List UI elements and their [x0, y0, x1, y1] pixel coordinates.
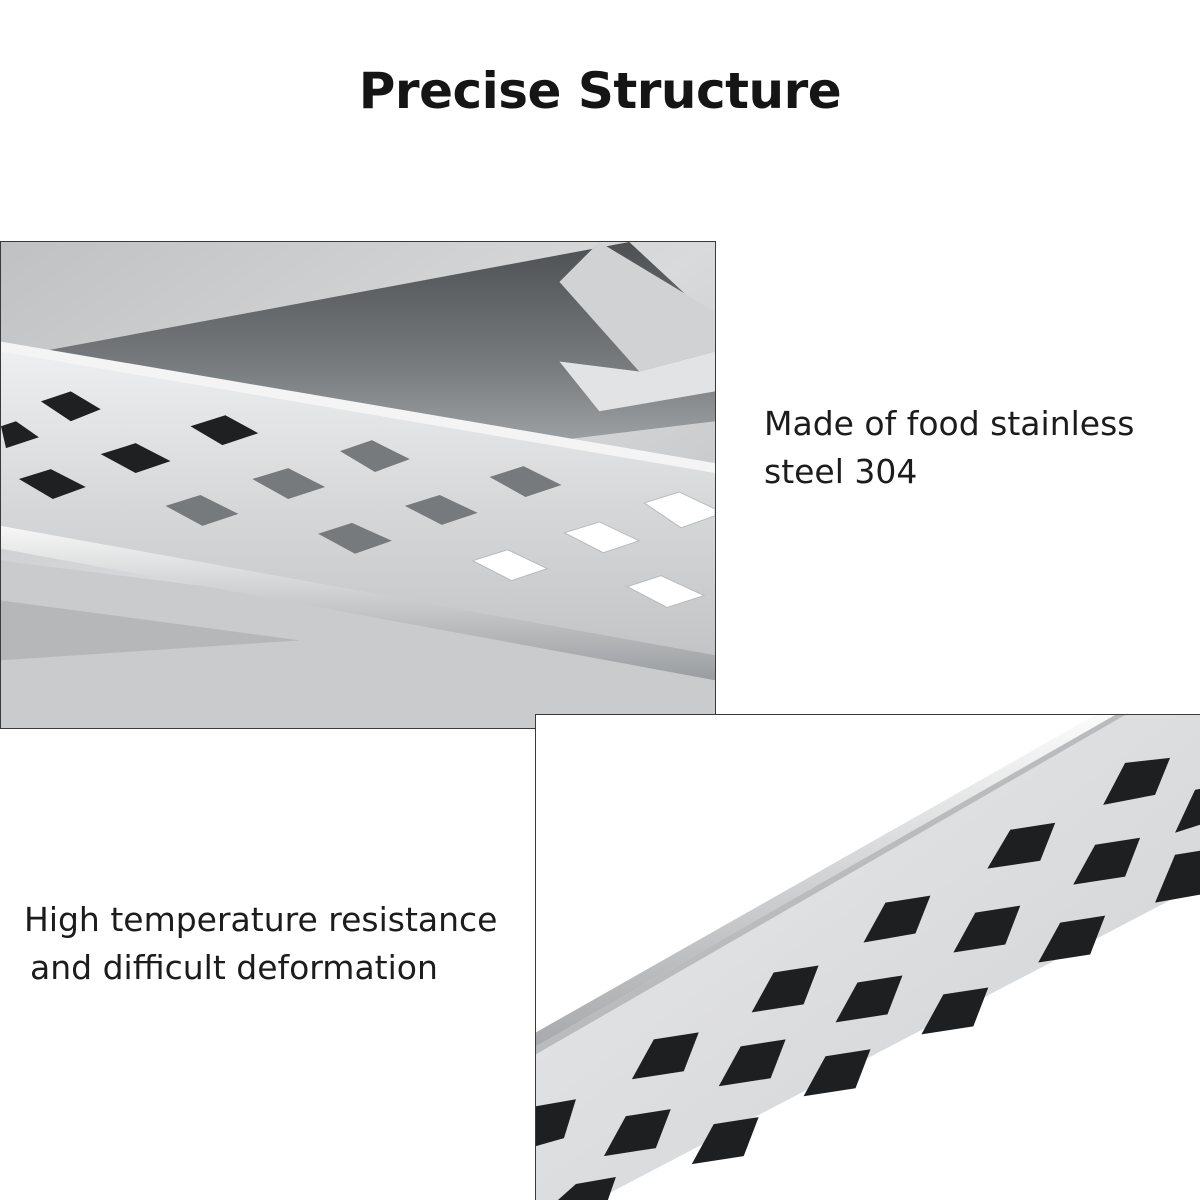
- feature-caption-material: Made of food stainless steel 304: [764, 400, 1134, 496]
- caption-line: Made of food stainless: [764, 404, 1135, 443]
- tray-grate-illustration: [1, 242, 715, 728]
- caption-line: steel 304: [764, 452, 918, 491]
- page-title: Precise Structure: [358, 62, 842, 120]
- steel-bar-illustration: [536, 715, 1200, 1200]
- steel-bar-closeup-photo: [535, 714, 1200, 1200]
- caption-line: High temperature resistance: [24, 900, 498, 939]
- caption-line: and difficult deformation: [30, 948, 438, 987]
- feature-caption-durability: High temperature resistance and difficul…: [24, 896, 497, 992]
- tray-grate-photo: [0, 241, 716, 729]
